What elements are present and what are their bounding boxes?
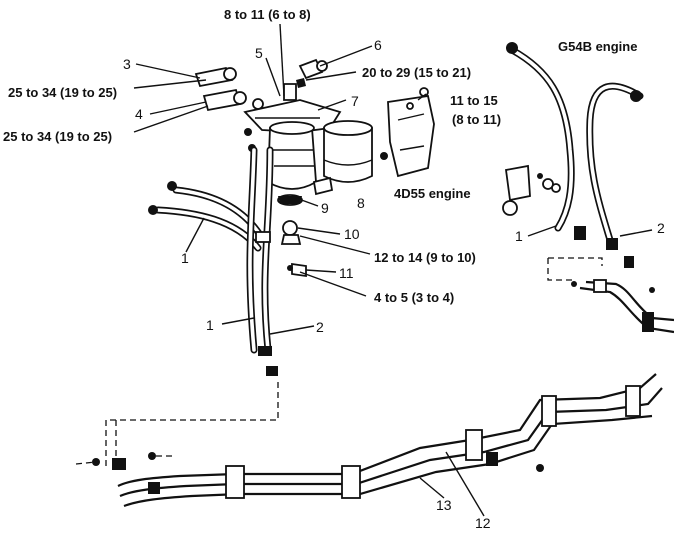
part-number-6: 6 xyxy=(374,37,382,53)
torque-label-25-34-a: 25 to 34 (19 to 25) xyxy=(8,85,117,100)
part-number-9: 9 xyxy=(321,200,329,216)
leader-lines xyxy=(133,23,653,517)
engine-label-4d55: 4D55 engine xyxy=(394,186,471,201)
part-number-13: 13 xyxy=(436,497,452,513)
labels: 8 to 11 (6 to 8) G54B engine 3 5 6 20 to… xyxy=(3,7,665,531)
torque-label-20-29: 20 to 29 (15 to 21) xyxy=(362,65,471,80)
part-number-10: 10 xyxy=(344,226,360,242)
torque-label-top: 8 to 11 (6 to 8) xyxy=(224,7,311,22)
part-number-3: 3 xyxy=(123,56,131,72)
torque-label-12-14: 12 to 14 (9 to 10) xyxy=(374,250,476,265)
part-number-2-mid: 2 xyxy=(316,319,324,335)
left-hoses xyxy=(148,146,278,376)
g54b-hoses xyxy=(502,42,674,334)
part-number-4: 4 xyxy=(135,106,143,122)
torque-label-4-5: 4 to 5 (3 to 4) xyxy=(374,290,454,305)
part-number-1-right: 1 xyxy=(515,228,523,244)
part-number-1-left: 1 xyxy=(181,250,189,266)
part-number-8: 8 xyxy=(357,195,365,211)
part-number-11: 11 xyxy=(339,265,354,281)
engine-label-g54b: G54B engine xyxy=(558,39,637,54)
part-number-12: 12 xyxy=(475,515,491,531)
torque-label-11-15: 11 to 15 xyxy=(450,93,498,108)
4d55-filter xyxy=(312,87,435,196)
fuel-filter-assembly xyxy=(194,58,342,278)
torque-label-8-11: (8 to 11) xyxy=(452,112,501,127)
part-number-7: 7 xyxy=(351,93,359,109)
torque-label-25-34-b: 25 to 34 (19 to 25) xyxy=(3,129,112,144)
part-number-1-mid: 1 xyxy=(206,317,214,333)
part-number-2-right: 2 xyxy=(657,220,665,236)
main-fuel-lines xyxy=(75,373,663,508)
part-number-5: 5 xyxy=(255,45,263,61)
